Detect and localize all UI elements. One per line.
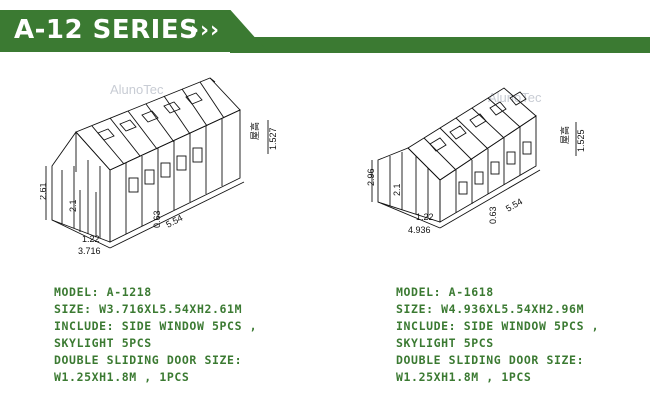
include-line: INCLUDE: SIDE WINDOW 5PCS ,: [396, 319, 600, 333]
door-size-line: W1.25XH1.8M , 1PCS: [54, 370, 190, 384]
dim-cn-label: 屋高: [249, 122, 260, 140]
model-line: MODEL: A-1618: [396, 285, 494, 299]
greenhouse-a1618-drawing: AlunoTec 2.96 2.1 1.22 4.936: [366, 87, 586, 235]
model-line: MODEL: A-1218: [54, 285, 152, 299]
spec-a1218: MODEL: A-1218 SIZE: W3.716XL5.54XH2.61M …: [54, 284, 257, 386]
series-header: A-12 SERIES › › ›: [0, 0, 650, 58]
skylight-line: SKYLIGHT 5PCS: [54, 336, 152, 350]
size-line: SIZE: W3.716XL5.54XH2.61M: [54, 302, 243, 316]
header-tab: [0, 10, 268, 52]
dim-side: 0.63: [152, 210, 162, 228]
dim-width: 4.936: [408, 225, 431, 235]
dim-cn-label: 屋高: [559, 126, 570, 144]
chevron-right-icon: ›: [200, 18, 210, 43]
dim-door-width: 1.22: [416, 212, 434, 222]
size-line: SIZE: W4.936XL5.54XH2.96M: [396, 302, 585, 316]
dim-width: 3.716: [78, 246, 101, 256]
series-title: A-12 SERIES: [14, 15, 199, 45]
spec-a1618: MODEL: A-1618 SIZE: W4.936XL5.54XH2.96M …: [396, 284, 599, 386]
door-title-line: DOUBLE SLIDING DOOR SIZE:: [396, 353, 585, 367]
dim-door-width: 1.22: [82, 234, 100, 244]
watermark-text: AlunoTec: [110, 82, 164, 97]
side-wall: [439, 115, 537, 223]
greenhouse-a1218-drawing: AlunoTec: [40, 77, 278, 256]
chevron-right-icon: ›: [190, 18, 200, 43]
dim-eave: 1.525: [576, 129, 586, 152]
skylight-line: SKYLIGHT 5PCS: [396, 336, 494, 350]
gable-end: [377, 147, 441, 223]
door-title-line: DOUBLE SLIDING DOOR SIZE:: [54, 353, 243, 367]
gable-end: [51, 131, 111, 243]
dim-side: 0.63: [488, 206, 498, 224]
header-rule: [230, 37, 650, 53]
include-line: INCLUDE: SIDE WINDOW 5PCS ,: [54, 319, 258, 333]
dim-length: 5.54: [164, 213, 184, 230]
chevron-right-icon: ›: [210, 18, 220, 43]
dim-height: 2.61: [40, 182, 48, 200]
door-size-line: W1.25XH1.8M , 1PCS: [396, 370, 532, 384]
dim-length: 5.54: [504, 196, 524, 213]
dim-height: 2.96: [366, 168, 376, 186]
dim-door-height: 2.1: [392, 183, 402, 196]
side-wall: [109, 109, 241, 243]
dim-door-height: 2.1: [68, 199, 78, 212]
dim-eave: 1.527: [268, 127, 278, 150]
